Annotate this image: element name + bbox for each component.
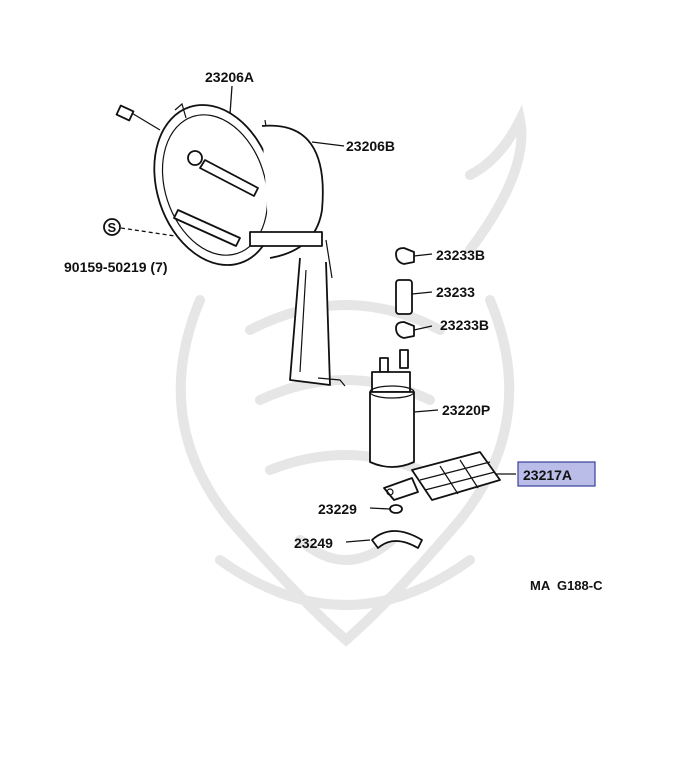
label-23249: 23249 <box>294 535 333 551</box>
label-90159-50219: 90159-50219 (7) <box>64 259 168 275</box>
label-23220P: 23220P <box>442 402 490 418</box>
label-23217A[interactable]: 23217A <box>523 467 572 483</box>
part-23233-hose <box>395 279 413 315</box>
part-23206A-cover <box>115 102 277 266</box>
part-23229-clip <box>389 504 403 514</box>
leader-lines <box>229 85 516 543</box>
part-90159-bolt: S <box>103 218 176 237</box>
watermark-emblem <box>175 104 527 647</box>
part-23217A-strainer <box>383 451 501 501</box>
part-23220P-fuel-pump <box>369 349 415 468</box>
label-23233B-bottom: 23233B <box>440 317 489 333</box>
part-23249-cushion <box>371 530 423 549</box>
part-23206B-bracket <box>249 124 346 387</box>
label-23206A: 23206A <box>205 69 254 85</box>
figure-code: MA G188-C <box>530 578 603 593</box>
bolt-symbol: S <box>108 220 117 235</box>
label-23229: 23229 <box>318 501 357 517</box>
label-23206B: 23206B <box>346 138 395 154</box>
part-23233B-clip-top <box>395 247 415 265</box>
label-23217A-highlight[interactable]: 23217A <box>517 461 596 487</box>
label-23233B-top: 23233B <box>436 247 485 263</box>
part-23233B-clip-bottom <box>395 321 415 339</box>
label-23233: 23233 <box>436 284 475 300</box>
